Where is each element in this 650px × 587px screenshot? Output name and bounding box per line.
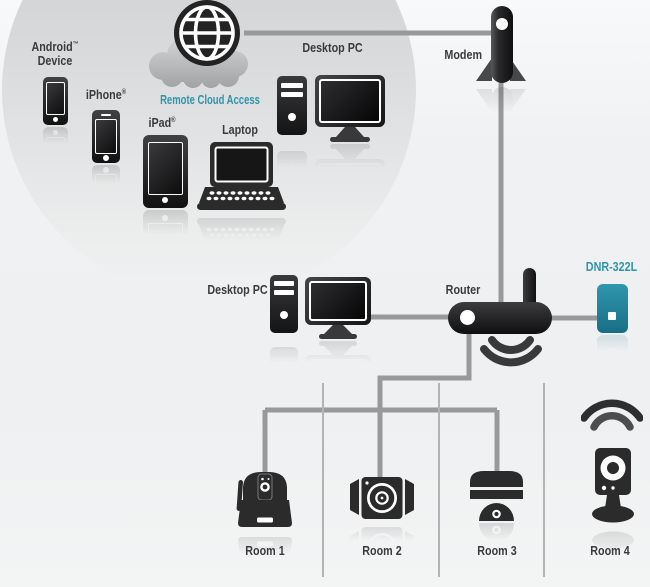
recorder-icon [597,284,628,333]
room1-label: Room 1 [245,544,285,558]
iphone-icon [92,110,120,163]
laptop-label: Laptop [222,123,258,137]
modem-label: Modem [444,48,482,62]
router-icon [448,268,552,376]
modem-icon [475,6,527,84]
iphone-label: iPhone® [85,88,127,102]
room3-dome-camera-icon [468,469,525,521]
desktop-pc-mid-icon [270,275,372,339]
room2-label: Room 2 [362,544,402,558]
room4-label: Room 4 [590,544,630,558]
router-wifi-icon [480,336,542,367]
router-label: Router [445,283,481,297]
line-router-cameras [377,330,472,478]
internet-globe-icon [174,0,240,66]
recorder-label: DNR-322L [585,260,638,274]
laptop-icon [197,139,287,213]
room1-ptz-camera-icon [234,469,294,531]
desktop-pc-mid-label: Desktop PC [207,283,268,297]
room-divider-2 [438,383,440,577]
room4-wifi-icon [581,399,643,431]
remote-cloud-access-label: Remote Cloud Access [160,92,260,107]
room3-label: Room 3 [477,544,517,558]
ipad-icon [143,135,188,208]
room-divider-1 [322,383,324,577]
android-phone-icon [43,77,68,125]
ipad-label: iPad® [148,116,176,130]
room-divider-3 [543,383,545,577]
desktop-pc-top-label: Desktop PC [302,41,363,55]
room2-box-camera-icon [349,472,415,522]
desktop-pc-top-icon [277,73,387,142]
room4-cube-camera-icon [586,446,638,526]
android-device-label: Android™ Device [31,40,79,69]
